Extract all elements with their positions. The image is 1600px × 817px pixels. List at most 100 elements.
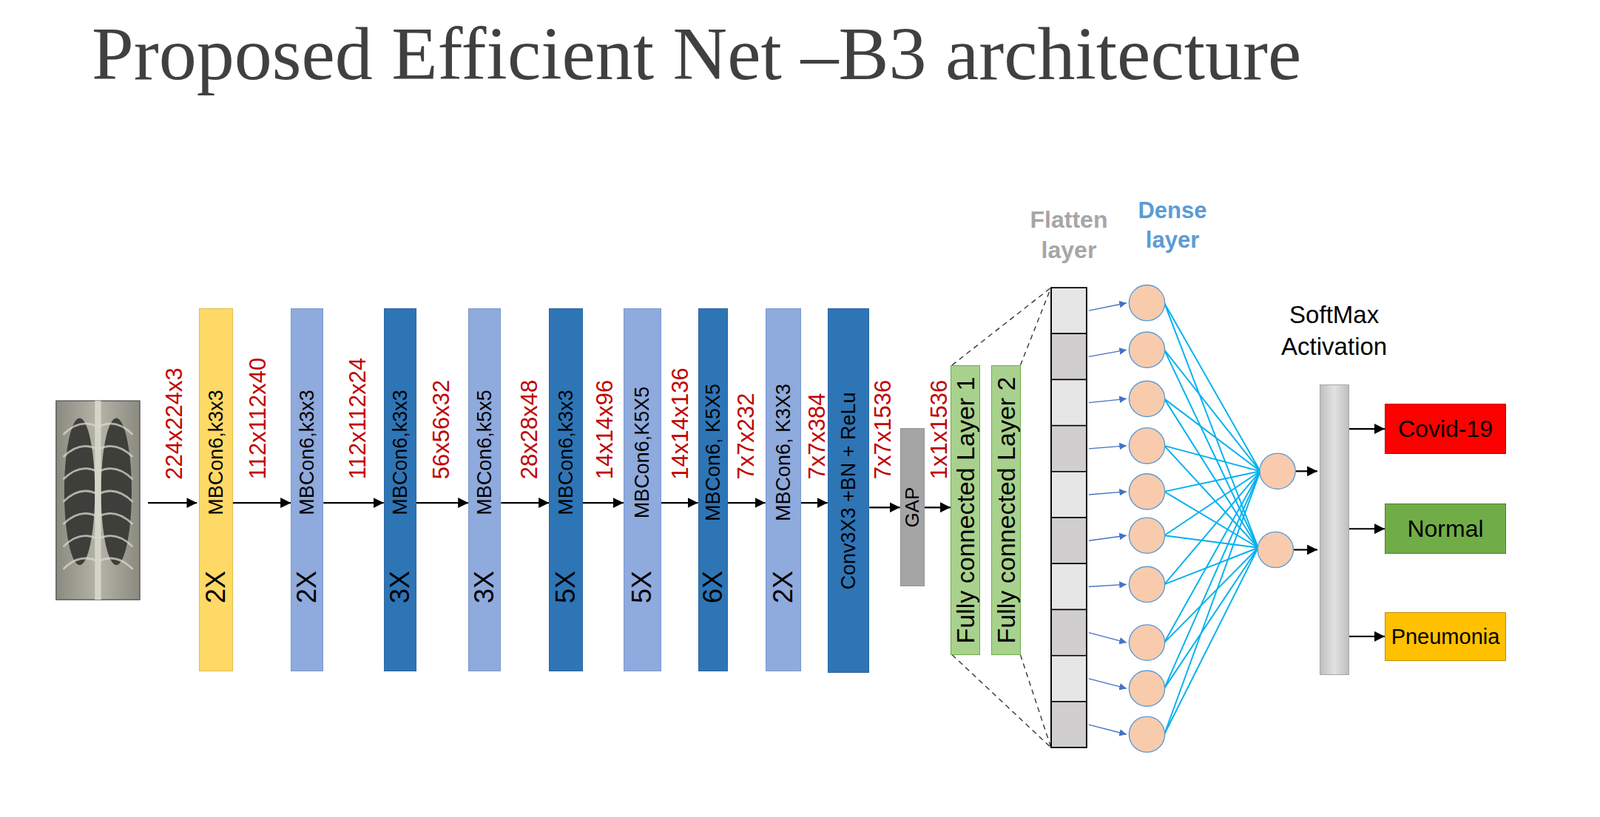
dense-connections xyxy=(1164,535,1259,549)
mbconv-block: MBCon6,k3x33X xyxy=(383,308,417,672)
flatten-arrows xyxy=(1088,446,1127,450)
layer-heading: SoftMax Activation xyxy=(1256,299,1413,364)
softmax-bar: SoftMax Activation xyxy=(1319,384,1350,676)
rib-lines xyxy=(63,513,98,525)
layer-label: Conv3X3 +BN + ReLu xyxy=(838,392,859,590)
rib-lines xyxy=(63,446,98,458)
block-label: MBCon6, K5X5 xyxy=(702,383,723,522)
repeat-count: 5X xyxy=(628,571,656,604)
rib-lines xyxy=(99,513,134,525)
layer-label: GAP xyxy=(902,487,922,529)
flow-arrow xyxy=(233,502,292,504)
dense-neuron xyxy=(1128,474,1165,510)
flow-arrow xyxy=(869,506,900,509)
flatten-arrows xyxy=(1088,303,1127,311)
dense-connections xyxy=(1164,303,1259,549)
dense-connections xyxy=(1164,471,1261,689)
flow-arrow xyxy=(727,502,766,504)
class-label: Pneumonia xyxy=(1391,625,1501,648)
dense-connections xyxy=(1164,548,1259,586)
block-label: MBCon6, K3X3 xyxy=(773,383,793,522)
flatten-arrows xyxy=(1088,535,1127,541)
fc-layer-box: Fully connected Layer 1 xyxy=(950,365,981,656)
flow-arrow xyxy=(1349,428,1385,430)
class-box: Normal xyxy=(1384,503,1507,555)
flatten-arrows xyxy=(1088,679,1127,689)
dimension-label: 7x7x1536 xyxy=(871,380,895,480)
dense-neuron xyxy=(1128,285,1296,754)
dense-neuron xyxy=(1128,380,1165,417)
block-label: MBCon6,K5X5 xyxy=(632,386,653,520)
dense-connections xyxy=(1164,349,1261,472)
flatten-arrows xyxy=(1088,584,1127,587)
block-label: MBCon6,k3x3 xyxy=(555,389,576,516)
rib-lines xyxy=(99,423,134,435)
class-box: Covid-19 xyxy=(1384,403,1507,455)
dimension-label: 7x7x384 xyxy=(804,392,828,480)
dense-neuron xyxy=(1128,625,1165,661)
flow-arrow xyxy=(661,502,699,504)
dimension-label: 224x224x3 xyxy=(161,367,185,481)
rib-lines xyxy=(63,536,98,548)
layer-label: Fully connected Layer 1 xyxy=(952,376,978,644)
dense-connections xyxy=(1164,303,1261,736)
mbconv-block: MBCon6, K3X3 2X xyxy=(765,308,802,672)
class-label: Normal xyxy=(1406,517,1484,541)
dimension-label: 1x1x1536 xyxy=(927,380,951,480)
flow-arrow xyxy=(500,502,549,504)
dense-connections xyxy=(1164,446,1261,472)
block-label: MBCon6,k3x3 xyxy=(297,389,318,516)
dense-neuron xyxy=(1257,531,1294,568)
class-label: Covid-19 xyxy=(1398,417,1493,441)
flatten-cells xyxy=(1051,701,1087,748)
flatten-arrows xyxy=(1088,349,1127,357)
mbconv-block: MBCon6,k5x53X xyxy=(468,308,501,672)
rib-lines xyxy=(63,423,98,435)
input-arrow xyxy=(147,502,197,504)
conv-block: Conv3X3 +BN + ReLu xyxy=(827,308,870,674)
layer-heading: Dense layer xyxy=(1109,196,1236,256)
dense-neuron xyxy=(1128,716,1165,753)
dense-neuron xyxy=(1128,517,1165,554)
flow-arrow xyxy=(801,502,828,504)
mbconv-block: MBCon6, K5X56X xyxy=(698,308,728,672)
dense-neuron xyxy=(1128,566,1165,603)
pooling-block: GAP xyxy=(900,428,925,587)
mbconv-block: MBCon6,K5X5 5X xyxy=(623,308,662,672)
projection-lines xyxy=(1020,655,1051,749)
decoration xyxy=(56,285,1318,754)
dense-connections xyxy=(1164,471,1261,735)
repeat-count: 2X xyxy=(293,571,321,604)
rib-lines xyxy=(99,491,134,503)
flatten-cells xyxy=(1051,287,1087,334)
dense-neuron xyxy=(1128,285,1165,322)
flow-arrow xyxy=(1349,528,1385,530)
flatten-cells xyxy=(1051,610,1087,657)
flatten-cells xyxy=(1051,333,1087,380)
dimension-label: 56x56x32 xyxy=(429,380,452,480)
rib-lines xyxy=(63,423,134,570)
dimension-label: 14x14x96 xyxy=(592,380,616,480)
flatten-arrows xyxy=(1088,491,1127,495)
flow-arrow xyxy=(924,506,951,509)
output-arrows xyxy=(1295,470,1318,472)
repeat-count: 2X xyxy=(770,571,797,604)
flatten-cells xyxy=(1051,379,1087,426)
flow-arrow xyxy=(1349,636,1385,638)
slide-title: Proposed Efficient Net –B3 architecture xyxy=(91,16,1302,92)
flow-arrow xyxy=(416,502,469,504)
dimension-label: 7x7x232 xyxy=(734,392,758,480)
dense-connections xyxy=(1164,303,1261,472)
layer-heading: Flatten layer xyxy=(1006,204,1132,267)
rib-lines xyxy=(99,558,134,570)
dense-connections xyxy=(1164,446,1259,549)
fc-layer-box: Fully connected Layer 2 xyxy=(991,365,1021,656)
block-label: MBCon6,k3x3 xyxy=(205,389,226,516)
mbconv-block: MBCon6,k3x32X xyxy=(198,308,234,672)
output-arrows xyxy=(1293,548,1318,551)
dense-neuron xyxy=(1128,670,1165,707)
rib-lines xyxy=(63,468,98,481)
mbconv-block: MBCon6,k3x3 2X xyxy=(290,308,324,672)
flatten-cells xyxy=(1051,426,1087,472)
repeat-count: 3X xyxy=(386,571,414,604)
